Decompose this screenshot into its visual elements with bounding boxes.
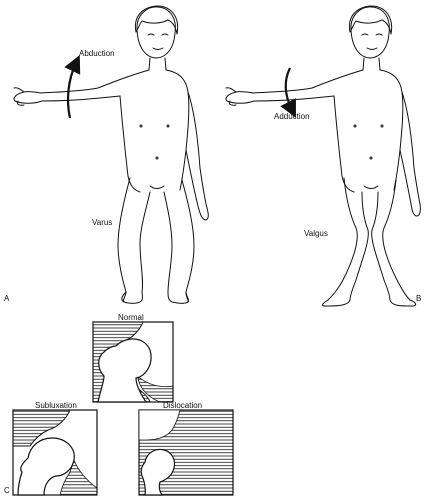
dislocation-label: Dislocation (163, 401, 203, 410)
child-figure-valgus (225, 5, 421, 307)
adduction-arrow (280, 67, 296, 118)
hip-dislocation-diagram (138, 409, 234, 496)
normal-label: Normal (118, 313, 144, 322)
abduction-arrow (64, 55, 81, 119)
panel-letter-b: B (416, 294, 422, 303)
hip-subluxation-diagram (12, 409, 98, 496)
abduction-label: Abduction (79, 49, 115, 58)
subluxation-label: Subluxation (35, 401, 77, 410)
panel-letter-a: A (4, 294, 10, 303)
panel-letter-c: C (4, 486, 10, 495)
varus-label: Varus (92, 218, 113, 227)
child-figure-varus (13, 5, 209, 304)
hip-normal-diagram (92, 321, 174, 403)
adduction-label: Adduction (274, 112, 310, 121)
valgus-label: Valgus (304, 229, 328, 238)
